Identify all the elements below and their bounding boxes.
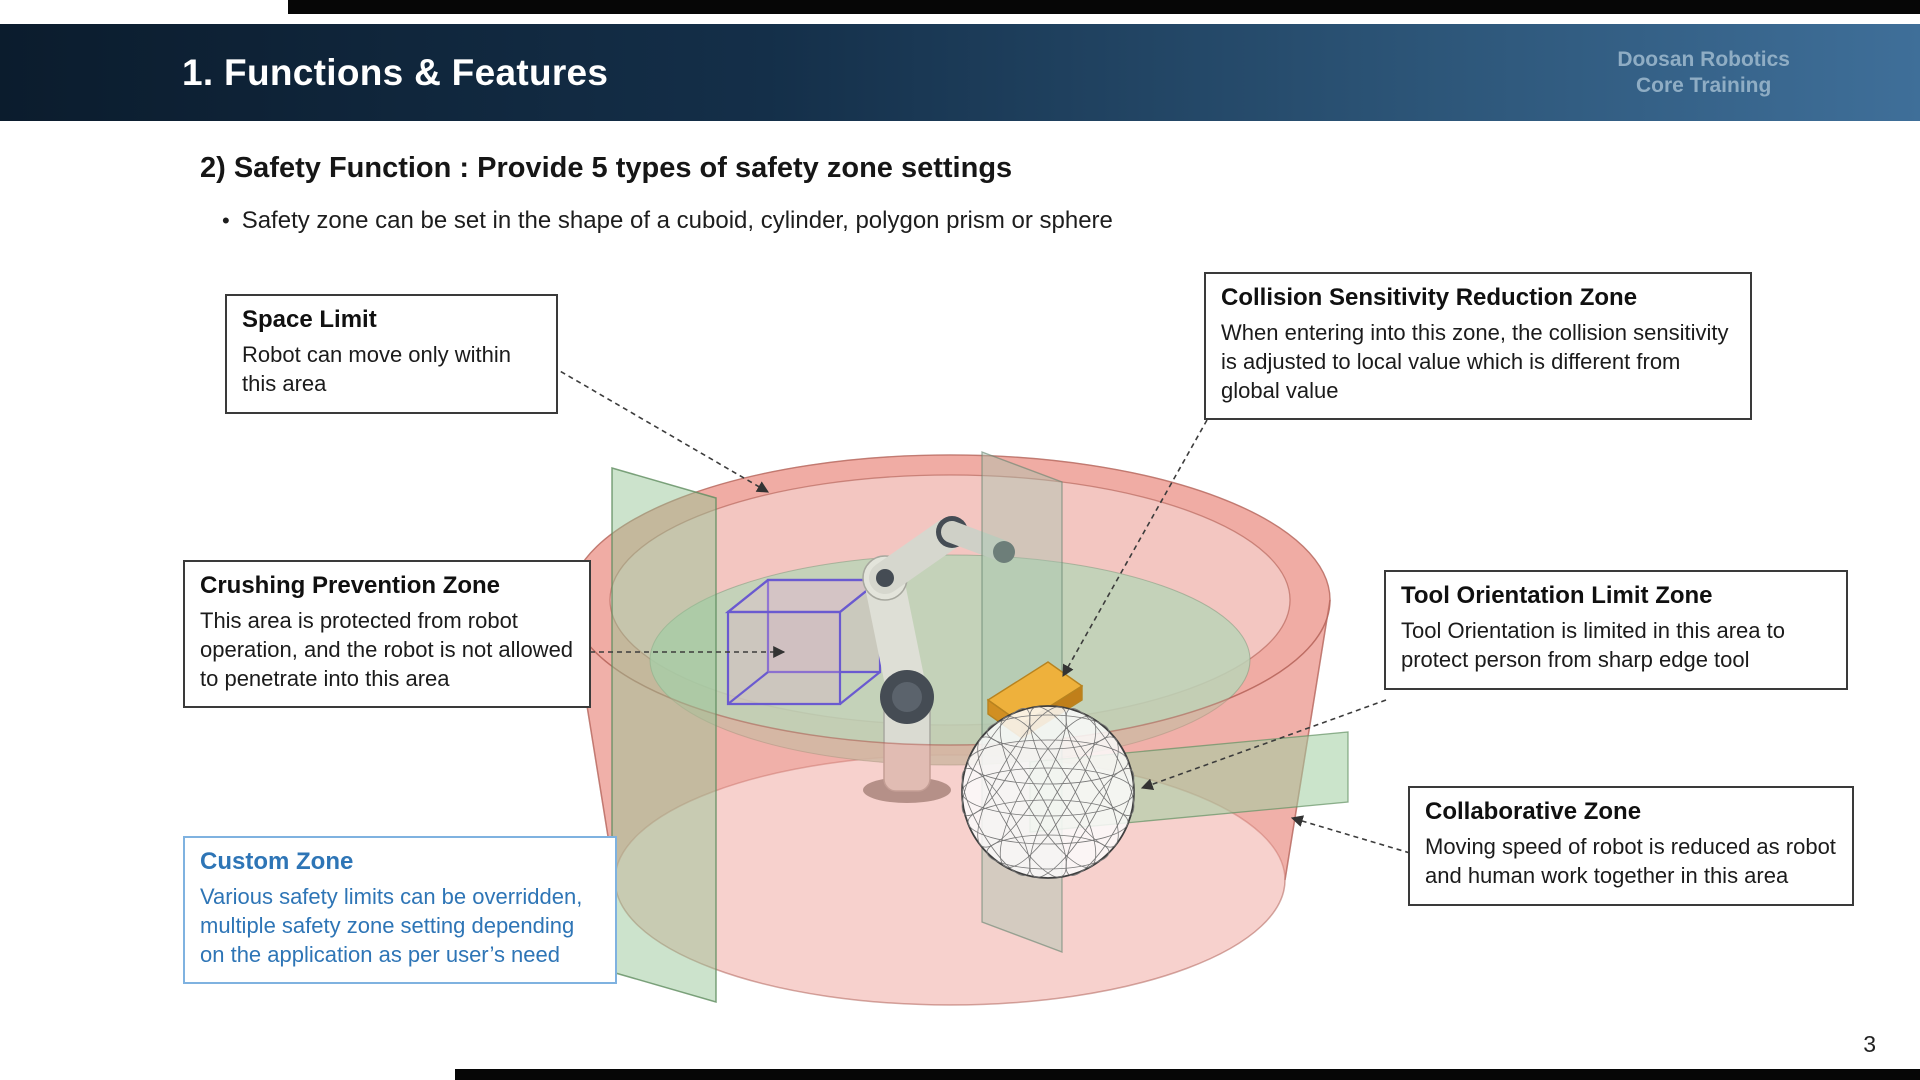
collaborative-plane <box>1029 731 1349 833</box>
callout-space-limit: Space Limit Robot can move only within t… <box>225 294 558 414</box>
connector-space-limit <box>552 366 770 493</box>
callout-space-limit-body: Robot can move only within this area <box>242 342 512 396</box>
callout-tool-orientation: Tool Orientation Limit Zone Tool Orienta… <box>1384 570 1848 690</box>
section-heading: 2) Safety Function : Provide 5 types of … <box>200 152 1013 184</box>
connector-collaborative <box>1290 815 1411 854</box>
cylinder-rim-top <box>569 454 1331 746</box>
brand-line2: Core Training <box>1635 73 1772 97</box>
callout-collaborative-title: Collaborative Zone <box>1425 798 1642 825</box>
tool-orange <box>986 661 1084 740</box>
top-letterbox-strip <box>288 0 1920 14</box>
robot-arm <box>862 516 1015 803</box>
callout-collaborative-body: Moving speed of robot is reduced as robo… <box>1425 834 1836 888</box>
callout-collision-sensitivity-title: Collision Sensitivity Reduction Zone <box>1221 284 1638 311</box>
callout-collision-sensitivity-body: When entering into this zone, the collis… <box>1221 320 1729 403</box>
callout-crushing-prevention-body: This area is protected from robot operat… <box>200 608 574 691</box>
callout-crushing-prevention: Crushing Prevention Zone This area is pr… <box>183 560 591 709</box>
brand-text: Doosan Robotics Core Training <box>1617 46 1790 99</box>
floor-plane <box>649 554 1251 766</box>
callout-tool-orientation-title: Tool Orientation Limit Zone <box>1401 582 1713 609</box>
left-green-plane <box>611 467 717 1003</box>
purple-cube-zone <box>724 578 884 706</box>
connector-tool-orientation <box>1140 699 1387 790</box>
cylinder-back-wall <box>569 454 1331 881</box>
callout-custom-zone-body: Various safety limits can be overridden,… <box>200 884 583 967</box>
bullet-icon: • <box>222 208 230 233</box>
header-band: 1. Functions & Features Doosan Robotics … <box>0 24 1920 121</box>
callout-crushing-prevention-title: Crushing Prevention Zone <box>200 572 501 599</box>
callout-space-limit-title: Space Limit <box>242 306 377 333</box>
callout-collision-sensitivity: Collision Sensitivity Reduction Zone Whe… <box>1204 272 1752 421</box>
bullet-line: • Safety zone can be set in the shape of… <box>222 207 1113 235</box>
cylinder-front-wall <box>569 599 1331 1006</box>
page-title: 1. Functions & Features <box>182 51 609 93</box>
middle-green-plane <box>981 451 1063 953</box>
page-number: 3 <box>1863 1031 1876 1057</box>
connector-collision-sensitivity <box>1062 419 1208 678</box>
callout-custom-zone-title: Custom Zone <box>200 848 354 875</box>
bottom-letterbox-strip <box>455 1069 1920 1080</box>
callout-collaborative: Collaborative Zone Moving speed of robot… <box>1408 786 1854 906</box>
callout-tool-orientation-body: Tool Orientation is limited in this area… <box>1401 618 1785 672</box>
brand-line1: Doosan Robotics <box>1617 47 1790 71</box>
callout-custom-zone: Custom Zone Various safety limits can be… <box>183 836 617 985</box>
bullet-text: Safety zone can be set in the shape of a… <box>241 207 1113 234</box>
sphere-zone <box>961 705 1135 879</box>
